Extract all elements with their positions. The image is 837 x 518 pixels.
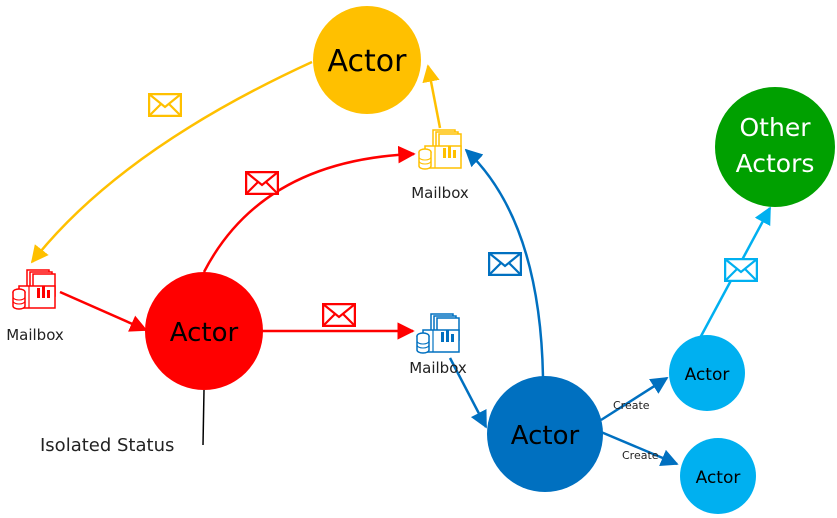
arrow-create-lower — [600, 430, 679, 466]
actor-child-lower-label: Actor — [696, 468, 741, 488]
envelope-icon-yellow — [148, 93, 182, 117]
mailbox-left-label: Mailbox — [6, 326, 64, 344]
actor-blue-main-label: Actor — [511, 421, 580, 451]
arrow-yellow-actor-to-left-mailbox — [30, 60, 313, 264]
mailbox-top-label: Mailbox — [411, 184, 469, 202]
other-actors-node: Other Actors — [715, 87, 835, 207]
create-label-upper: Create — [613, 399, 650, 412]
mailbox-icon-left — [12, 269, 56, 310]
other-actors-line2: Actors — [736, 149, 815, 178]
mailbox-left: Mailbox — [6, 269, 64, 344]
isolated-status-leader — [202, 389, 205, 446]
mailbox-icon-top — [418, 129, 462, 170]
actor-node-child-upper: Actor — [669, 335, 745, 411]
isolated-status-label: Isolated Status — [40, 435, 174, 456]
create-label-lower: Create — [622, 449, 659, 462]
actor-node-child-lower: Actor — [680, 438, 756, 514]
arrow-blue-mailbox-to-actor — [448, 357, 488, 429]
actor-node-red: Actor — [145, 272, 263, 390]
envelope-icon-red-lower — [322, 303, 356, 327]
arrow-create-upper — [600, 376, 669, 422]
other-actors-line1: Other — [740, 113, 812, 142]
actor-node-top-yellow: Actor — [313, 6, 421, 114]
actor-red-label: Actor — [170, 318, 239, 348]
actor-top-yellow-label: Actor — [328, 44, 408, 79]
envelope-icon-light-blue — [724, 258, 758, 282]
arrow-red-actor-to-top-mailbox — [202, 145, 416, 273]
actor-node-blue-main: Actor — [487, 376, 603, 492]
mailbox-middle: Mailbox — [409, 313, 467, 377]
mailbox-top: Mailbox — [411, 129, 469, 202]
actor-child-upper-label: Actor — [685, 365, 730, 385]
envelope-icon-blue — [488, 252, 522, 276]
arrow-yellow-mailbox-to-actor — [422, 64, 442, 129]
arrow-red-mailbox-to-actor — [59, 290, 148, 332]
arrow-blue-actor-to-top-mailbox — [464, 148, 545, 378]
mailbox-icon-middle — [416, 313, 460, 354]
mailbox-middle-label: Mailbox — [409, 359, 467, 377]
envelope-icon-red-upper — [245, 171, 279, 195]
